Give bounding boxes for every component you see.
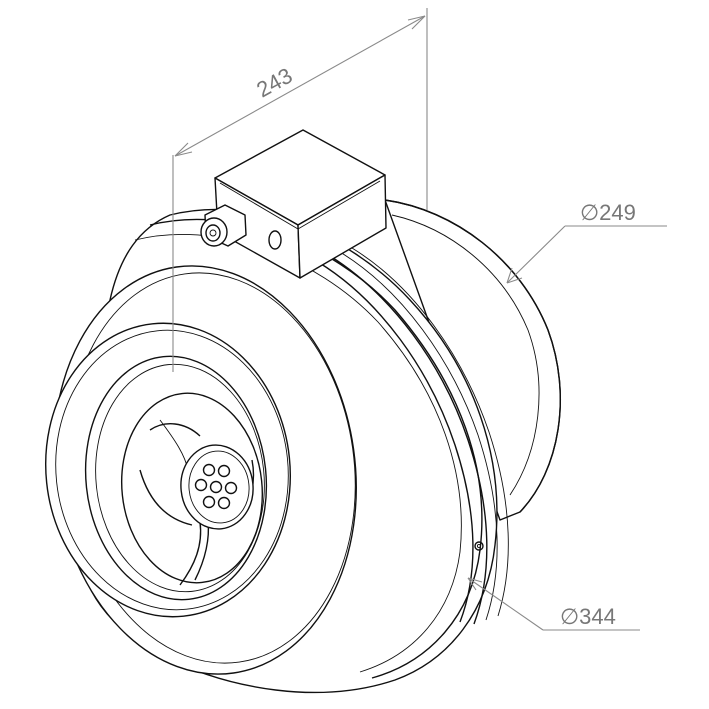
impeller [139, 419, 255, 586]
cable-gland [200, 204, 247, 247]
dimension-body-diameter: ∅344 [467, 577, 640, 631]
dimension-body-diameter-label: ∅344 [560, 604, 616, 629]
terminal-box [200, 129, 387, 279]
dimension-outlet-diameter-label: ∅249 [580, 200, 636, 225]
dimension-outlet-diameter: ∅249 [506, 200, 667, 284]
dimension-length-label: 243 [252, 63, 296, 103]
